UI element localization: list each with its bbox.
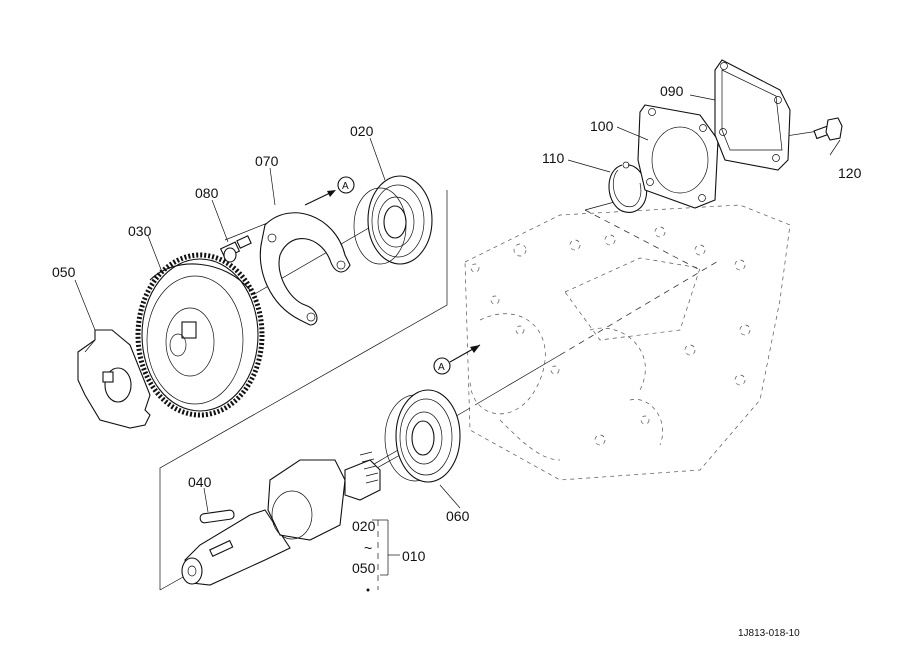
label-070: 070: [255, 153, 279, 169]
label-120: 120: [838, 165, 862, 181]
label-060: 060: [446, 508, 470, 524]
label-020-range: 020: [352, 518, 376, 534]
part-030-gear: [135, 252, 265, 418]
label-110: 110: [542, 150, 565, 166]
part-050-collar: [77, 329, 151, 429]
label-020-upper: 020: [350, 123, 374, 139]
part-040-key: [199, 509, 235, 524]
part-070-retainer: [259, 212, 351, 326]
reference-label-upper: A: [342, 181, 349, 192]
label-100: 100: [590, 118, 614, 134]
reference-arrow-lower: [433, 344, 481, 375]
leader-lines: [74, 94, 841, 590]
part-090-cover: [714, 59, 791, 171]
label-050-range: 050: [352, 560, 376, 576]
part-labels: 020 070 080 030 050 040 060 020 ~ 050 01…: [52, 83, 862, 639]
label-080: 080: [195, 185, 219, 201]
engine-case-ghost: [464, 204, 791, 481]
drawing-code: 1J813-018-10: [738, 628, 800, 639]
part-100-gasket: [637, 104, 719, 209]
part-010-shaft: [181, 451, 381, 586]
label-090: 090: [660, 83, 684, 99]
part-120-bolt: [813, 117, 843, 141]
label-040: 040: [188, 474, 212, 490]
part-020-bearing: [353, 175, 433, 265]
label-050: 050: [52, 264, 76, 280]
part-080-bolt: [219, 235, 252, 263]
label-030: 030: [128, 223, 152, 239]
part-110-snap-ring: [608, 161, 648, 213]
reference-arrow-upper: [304, 176, 355, 206]
label-010: 010: [402, 548, 426, 564]
reference-label-lower: A: [438, 362, 445, 373]
label-tilde: ~: [364, 540, 372, 556]
part-060-bearing: [384, 389, 461, 483]
